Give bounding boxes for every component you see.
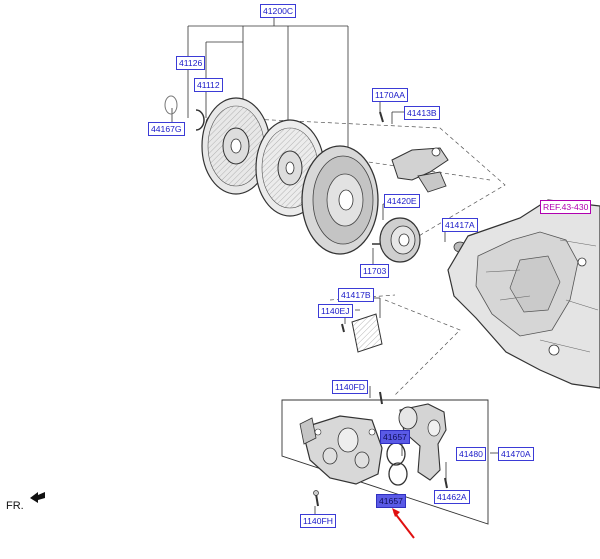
part-label-1140ej[interactable]: 1140EJ <box>318 304 353 318</box>
transmission-housing-part <box>447 199 600 389</box>
front-orientation-label: FR. <box>6 500 24 512</box>
front-direction-icon <box>30 492 45 503</box>
clutch-disc-part <box>201 97 271 195</box>
part-label-41112[interactable]: 41112 <box>194 78 223 92</box>
part-label-44167g[interactable]: 44167G <box>148 122 185 136</box>
cylinder-part <box>398 403 448 489</box>
bolt-part <box>313 490 319 507</box>
part-label-11703[interactable]: 11703 <box>360 264 390 278</box>
part-label-41480[interactable]: 41480 <box>456 447 486 461</box>
o-ring-part <box>386 442 408 486</box>
part-label-41657-lower[interactable]: 41657 <box>376 494 406 508</box>
part-label-1140fd[interactable]: 1140FD <box>332 380 368 394</box>
part-label-1140fh[interactable]: 1140FH <box>300 514 336 528</box>
clutch-actuator-part <box>299 391 383 485</box>
part-label-1170aa[interactable]: 1170AA <box>372 88 408 102</box>
part-label-41657-upper[interactable]: 41657 <box>380 430 410 444</box>
part-label-41200c[interactable]: 41200C <box>260 4 297 18</box>
part-label-41417b[interactable]: 41417B <box>338 288 374 302</box>
part-label-41417a[interactable]: 41417A <box>442 218 478 232</box>
reference-label[interactable]: REF.43-430 <box>540 200 592 214</box>
pressure-plate-part <box>301 145 379 255</box>
assembly-box <box>281 399 489 525</box>
snap-ring-part <box>164 95 178 115</box>
part-label-41420e[interactable]: 41420E <box>384 194 420 208</box>
heat-shield-part <box>341 313 383 353</box>
part-label-41462a[interactable]: 41462A <box>434 490 470 504</box>
release-fork-part <box>379 111 449 193</box>
part-label-41126[interactable]: 41126 <box>176 56 206 70</box>
highlight-arrow <box>392 508 415 539</box>
release-bearing-part <box>372 217 421 263</box>
part-label-41470a[interactable]: 41470A <box>498 447 534 461</box>
part-label-41413b[interactable]: 41413B <box>404 106 440 120</box>
